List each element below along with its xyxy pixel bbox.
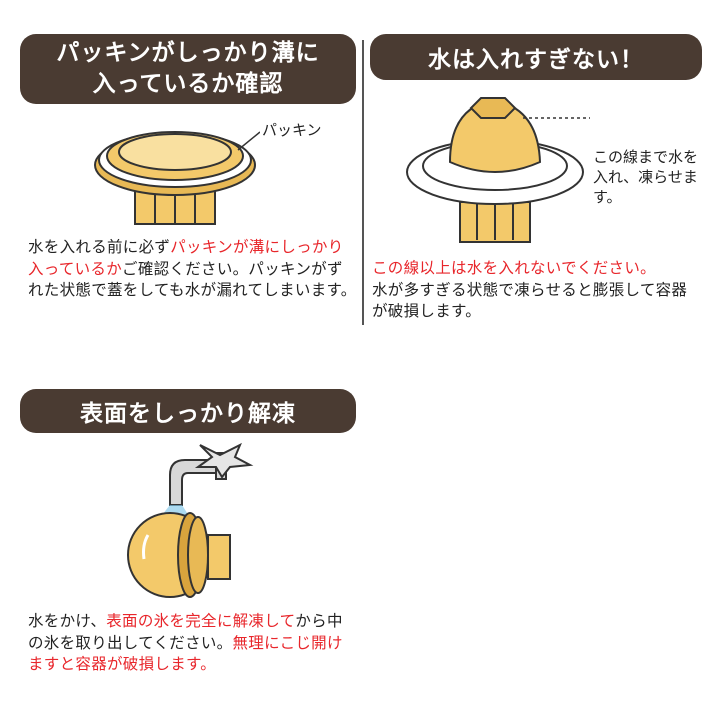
section2-body: この線以上は水を入れないでください。水が多すぎる状態で凍らせると膨張して容器が破… (372, 258, 702, 323)
section1-text-warning: パッキンが溝にしっかり入っているか (28, 238, 344, 278)
section1-body: 水を入れる前に必ずパッキンが溝にしっかり入っているかご確認ください。パッキンがず… (28, 237, 358, 302)
section3-text-warning-a: 表面の氷を完全に解凍して (106, 612, 296, 630)
section2-text-warning: この線以上は水を入れないでください。 (372, 259, 656, 277)
section3-heading: 表面をしっかり解凍 (20, 389, 356, 433)
section3-text-b: から中の氷を取り出してください。 (28, 612, 343, 652)
fill-line-callout: この線まで水を入れ、凍らせます。 (593, 148, 699, 206)
section1-heading-line2: 入っているか確認 (92, 71, 284, 97)
section-divider (362, 40, 364, 325)
section1-text-a: 水を入れる前に必ず (28, 238, 171, 256)
section2-text-b: 水が多すぎる状態で凍らせると膨張して容器が破損します。 (372, 280, 688, 321)
section2-heading: 水は入れすぎない！ (370, 34, 702, 80)
section2-heading-text: 水は入れすぎない！ (428, 47, 644, 73)
section3-body: 水をかけ、表面の氷を完全に解凍してから中の氷を取り出してください。無理にこじ開け… (28, 611, 358, 676)
section3-text-warning-b: 無理にこじ開けますと容器が破損します。 (28, 633, 343, 674)
section1-heading: パッキンがしっかり溝に 入っているか確認 (20, 34, 356, 104)
fill-line-illustration (406, 97, 590, 243)
gasket-container-illustration (94, 131, 260, 225)
gasket-callout: パッキン (262, 121, 322, 139)
section1-text-b: ご確認ください。パッキンがずれた状態で蓋をしても水が漏れてしまいます。 (28, 259, 357, 300)
section3-heading-text: 表面をしっかり解凍 (80, 401, 296, 427)
section3-text-a: 水をかけ、 (28, 612, 107, 630)
faucet-thaw-illustration (127, 442, 254, 598)
section1-heading-line1: パッキンがしっかり溝に (56, 40, 320, 66)
